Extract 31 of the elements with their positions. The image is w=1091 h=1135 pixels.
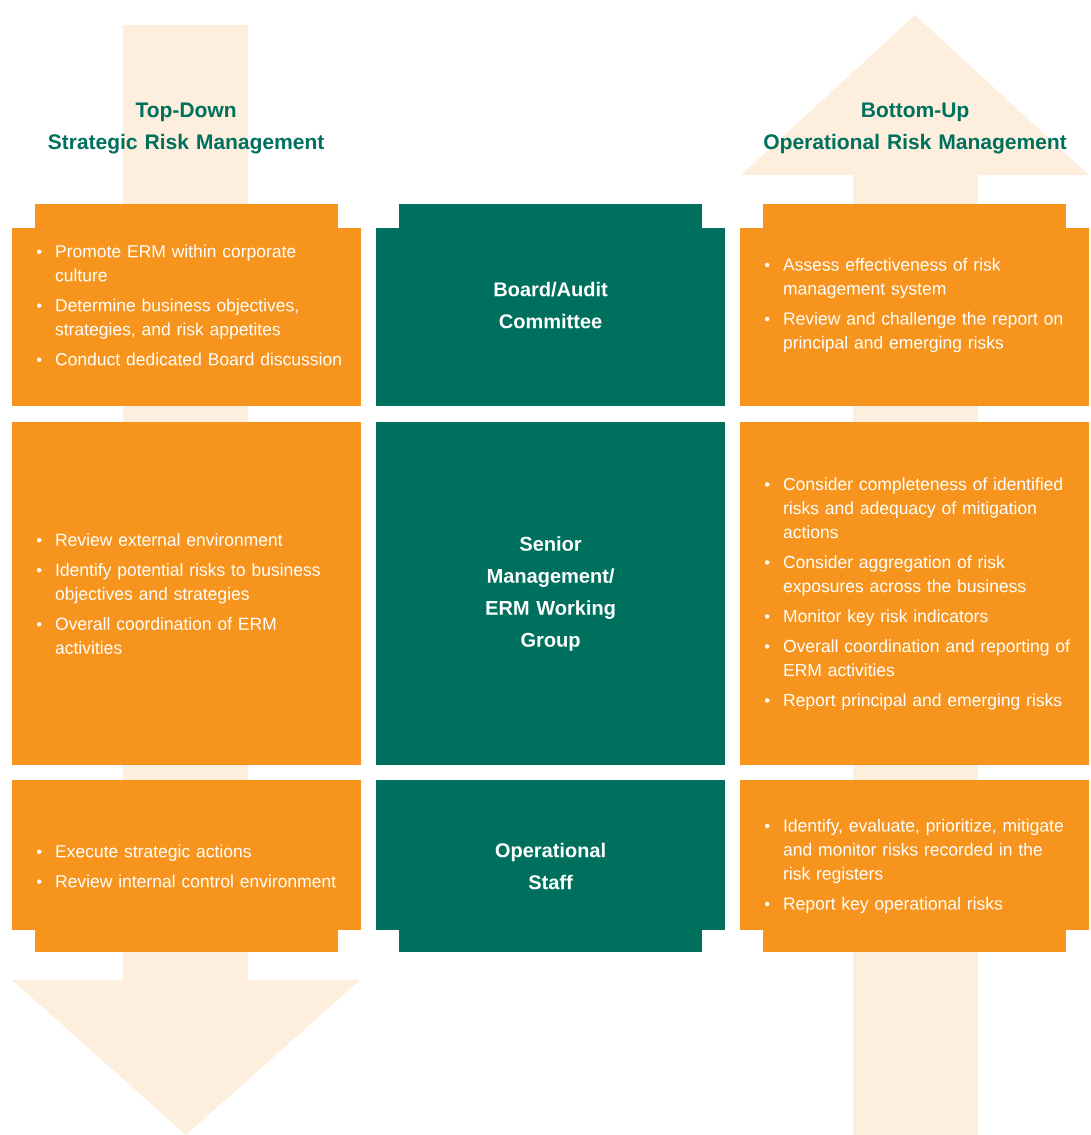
role-label: Board/Audit Committee (494, 281, 608, 329)
bullet-item: Promote ERM within corporate culture (37, 244, 296, 282)
activity-box (740, 204, 1089, 406)
bullet-item: Review and challenge the report on principal and emerging risks (765, 311, 1062, 353)
bullet-item: Overall coordination and reporting of ERM activities (765, 639, 1070, 677)
activity-box (12, 780, 361, 952)
bullet-item: Determine business objectives, strategies, and risk appetites (37, 298, 298, 339)
bullet-item: Report key operational risks (765, 896, 1003, 914)
bullet-item: Identify, evaluate, prioritize, mitigate and monitor risks recorded in the risk registers (765, 818, 1063, 884)
activity-box (12, 204, 361, 406)
role-label: Operational Staff (495, 842, 605, 890)
bullet-item: Review external environment (37, 533, 283, 546)
bullet-item: Consider completeness of identified risks and adequacy of mitigation actions (765, 477, 1062, 539)
bullet-item: Overall coordination of ERM activities (37, 617, 276, 654)
role-label: Senior Management/ ERM Working Group (486, 536, 615, 651)
bullet-item: Conduct dedicated Board discussion (37, 352, 341, 366)
role-box (376, 422, 725, 765)
activity-box (740, 422, 1089, 765)
bullet-item: Report principal and emerging risks (765, 693, 1062, 710)
role-box (376, 780, 725, 952)
bullet-item: Assess effectiveness of risk management system (765, 257, 1001, 299)
activity-box (740, 780, 1089, 952)
bullet-item: Review internal control environment (37, 874, 336, 888)
role-box (376, 204, 725, 406)
column-heading: Bottom-Up Operational Risk Management (764, 102, 1067, 154)
bullet-item: Consider aggregation of risk exposures across the business (765, 555, 1026, 596)
bullet-item: Execute strategic actions (37, 844, 251, 861)
column-heading: Top-Down Strategic Risk Management (48, 102, 324, 154)
activity-box (12, 422, 361, 765)
bullet-item: Identify potential risks to business objectives and strategies (37, 563, 320, 604)
bullet-item: Monitor key risk indicators (765, 609, 988, 626)
